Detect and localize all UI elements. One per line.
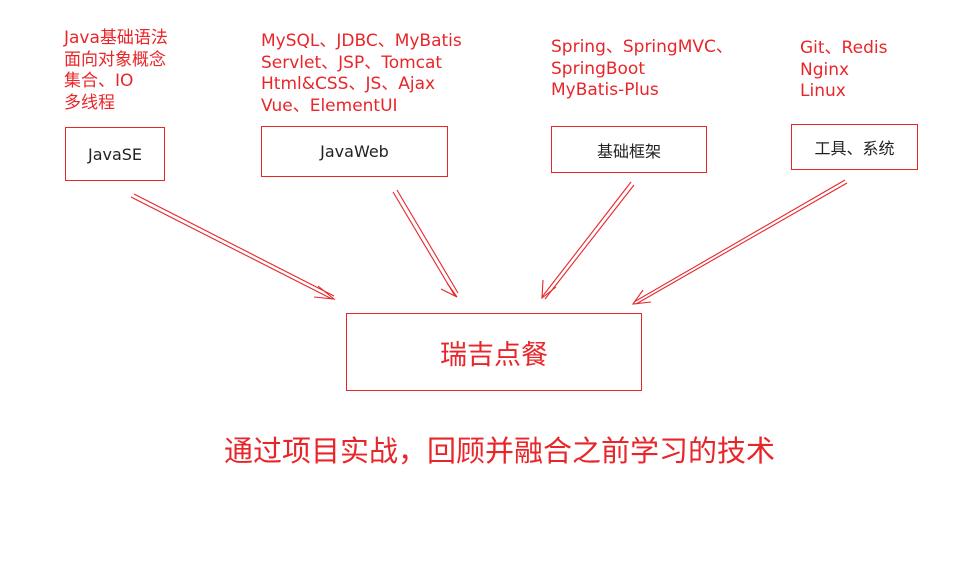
arrow-javaweb-to-project [392, 189, 459, 298]
javaweb-note-2: Servlet、JSP、Tomcat [261, 52, 443, 73]
tools-box: 工具、系统 [791, 124, 918, 170]
framework-note-3: MyBatis-Plus [551, 80, 659, 100]
tools-note-3: Linux [800, 81, 846, 101]
javaweb-note-4: Vue、ElementUI [261, 95, 398, 116]
arrow-javase-to-project [130, 193, 336, 300]
framework-note-2: SpringBoot [551, 58, 645, 79]
javase-notes: Java基础语法 面向对象概念 集合、IO 多线程 [64, 28, 168, 114]
javase-note-2: 面向对象概念 [64, 49, 166, 70]
tools-note-1: Git、Redis [800, 38, 888, 58]
javaweb-box-label: JavaWeb [320, 142, 389, 161]
tools-notes: Git、Redis Nginx Linux [800, 38, 887, 103]
javase-note-3: 集合、IO [64, 71, 134, 91]
project-label: 瑞吉点餐 [440, 339, 548, 371]
javaweb-box: JavaWeb [261, 126, 448, 177]
project-box: 瑞吉点餐 [346, 313, 642, 391]
framework-notes: Spring、SpringMVC、 SpringBoot MyBatis-Plu… [551, 37, 733, 102]
framework-note-1: Spring、SpringMVC、 [551, 37, 733, 57]
javase-note-1: Java基础语法 [64, 28, 168, 48]
tools-note-2: Nginx [800, 59, 850, 80]
javase-box-label: JavaSE [87, 144, 143, 164]
summary-text: 通过项目实战，回顾并融合之前学习的技术 [223, 434, 775, 468]
javaweb-note-1: MySQL、JDBC、MyBatis [261, 31, 462, 51]
javase-box: JavaSE [65, 127, 165, 181]
javaweb-note-3: Html&CSS、JS、Ajax [261, 74, 436, 94]
framework-box: 基础框架 [551, 126, 707, 173]
arrow-framework-to-project [541, 181, 635, 300]
arrow-tools-to-project [631, 179, 848, 305]
tools-box-label: 工具、系统 [814, 139, 895, 158]
javaweb-notes: MySQL、JDBC、MyBatis Servlet、JSP、Tomcat Ht… [261, 31, 462, 117]
javase-note-4: 多线程 [64, 92, 115, 113]
framework-box-label: 基础框架 [596, 141, 661, 161]
